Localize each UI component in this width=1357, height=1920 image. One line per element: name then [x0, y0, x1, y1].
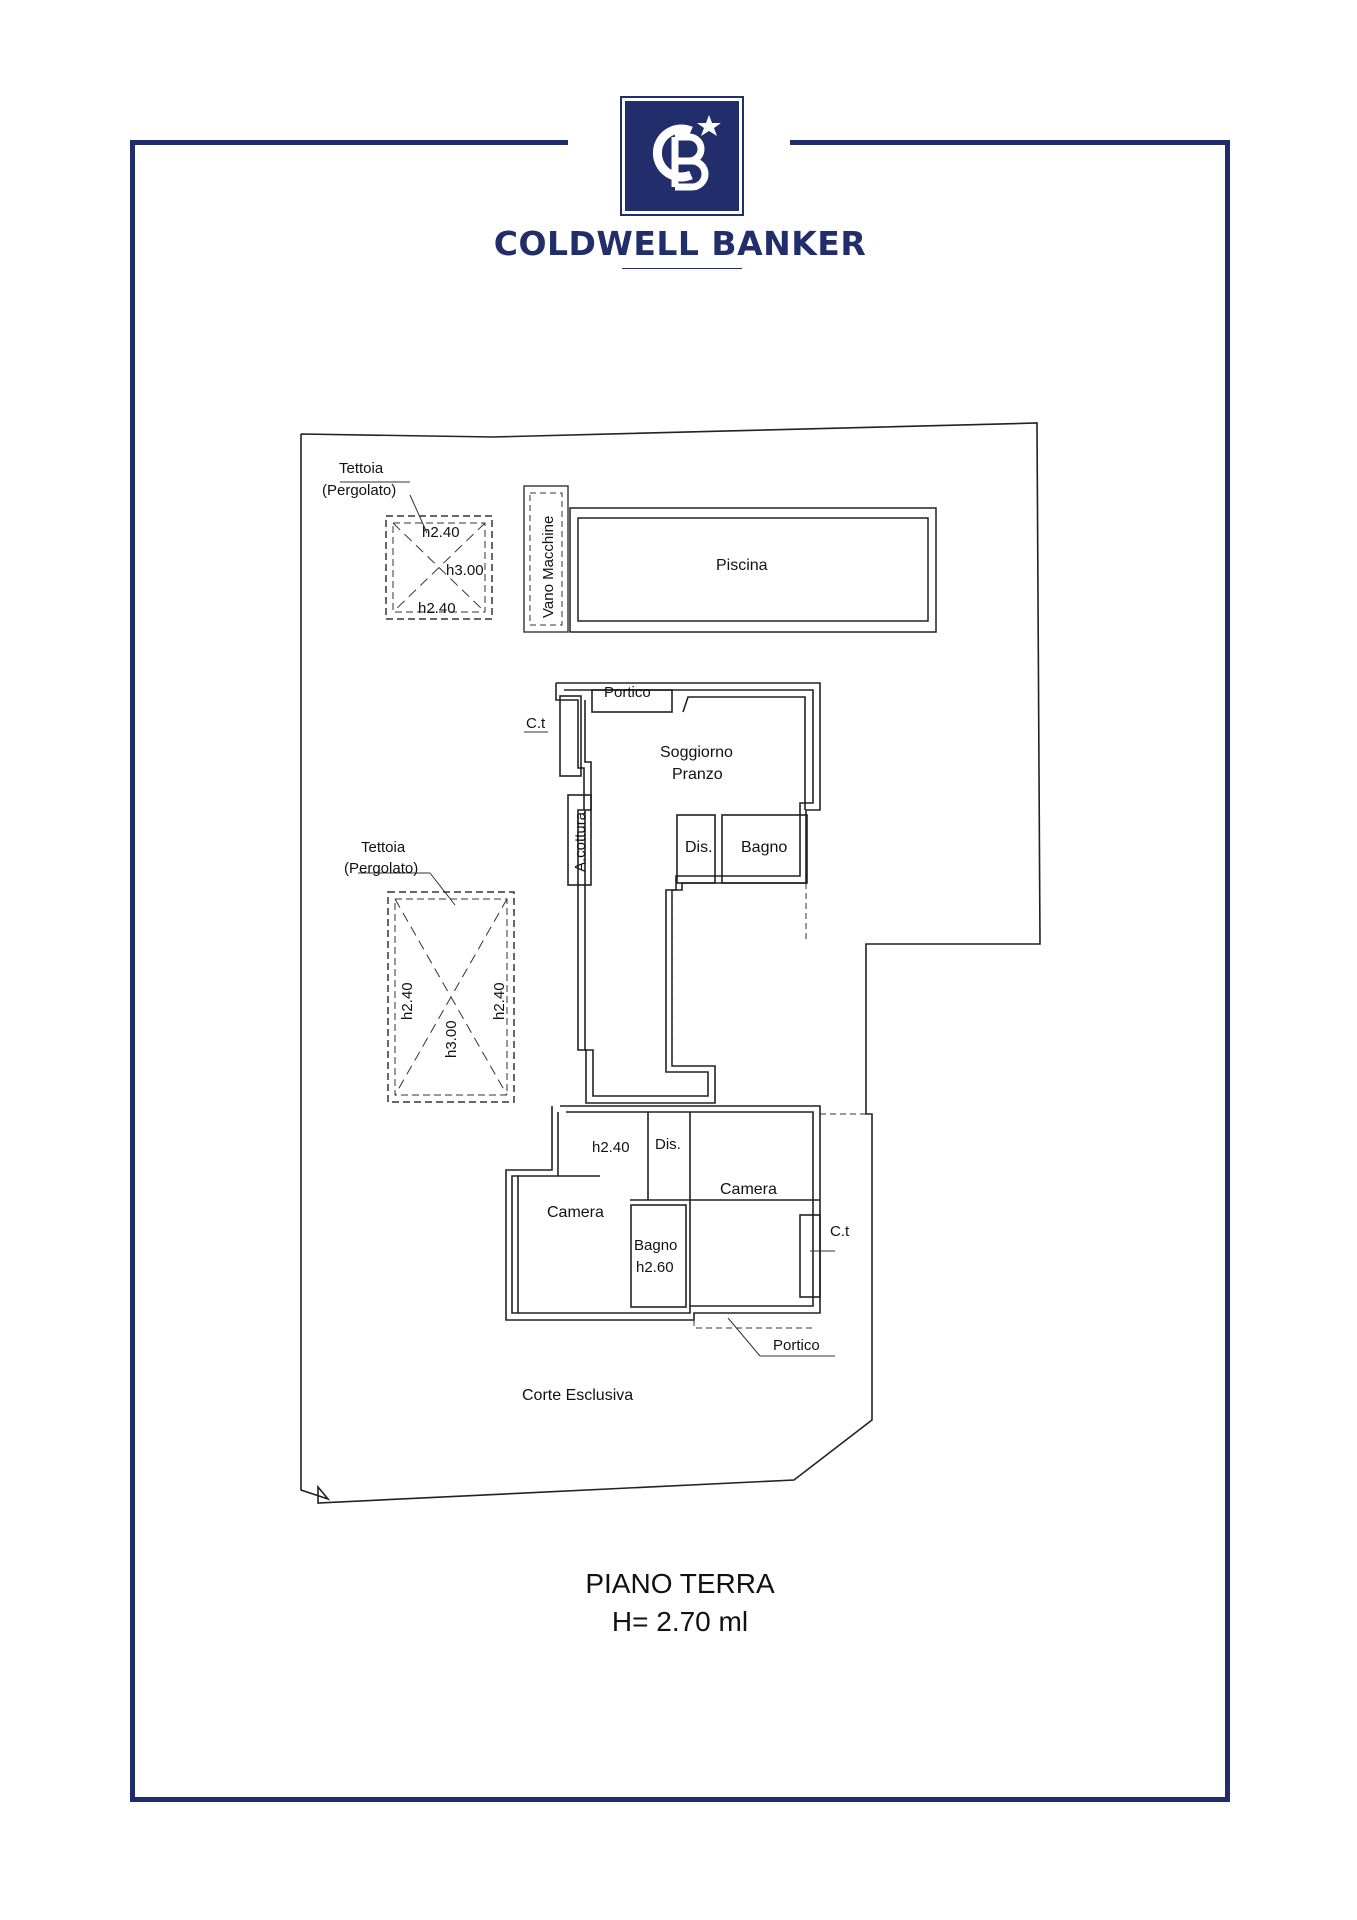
pergola-top-h-bottom: h2.40: [418, 600, 456, 617]
pergola-top: [340, 481, 493, 620]
vano-macchine: [523, 485, 569, 633]
brand-underline: [622, 268, 742, 269]
pergola-top-h-center: h3.00: [446, 562, 484, 579]
camera-left-label: Camera: [547, 1204, 604, 1221]
ct-left-label: C.t: [526, 715, 546, 732]
pool-label: Piscina: [716, 557, 768, 574]
kitchen-label: A.cottura: [572, 811, 589, 872]
cb-monogram-icon: [652, 115, 721, 191]
building-upper: [555, 682, 821, 1104]
vano-macchine-label: Vano Macchine: [540, 516, 557, 618]
frame-top-left: [130, 140, 568, 145]
dis-bottom-label: Dis.: [655, 1136, 681, 1153]
floor-title: PIANO TERRA: [585, 1568, 775, 1599]
property-boundary: [300, 422, 1041, 1504]
floor-height: H= 2.70 ml: [611, 1606, 749, 1637]
pergola-left-h-center: h3.00: [443, 1020, 460, 1058]
dis-top-label: Dis.: [685, 839, 713, 856]
ct-right-label: C.t: [830, 1223, 850, 1240]
pergola-left-label2: (Pergolato): [344, 860, 418, 877]
frame-bottom: [130, 1797, 1230, 1802]
frame-top-right: [790, 140, 1230, 145]
h240-label: h2.40: [592, 1139, 630, 1156]
portico-bottom-label: Portico: [773, 1337, 820, 1354]
pergola-left-label1: Tettoia: [361, 839, 406, 856]
bath-bottom-h-label: h2.60: [636, 1259, 674, 1276]
camera-right-label: Camera: [720, 1181, 777, 1198]
frame-left: [130, 140, 135, 1802]
pool: [569, 507, 937, 633]
living-label-1: Soggiorno: [660, 744, 733, 761]
frame-right: [1225, 140, 1230, 1802]
pergola-top-label2: (Pergolato): [322, 482, 396, 499]
pergola-top-h-top: h2.40: [422, 524, 460, 541]
pergola-left-h-left: h2.40: [399, 982, 416, 1020]
brand-logo: [620, 96, 744, 216]
living-label-2: Pranzo: [672, 766, 723, 783]
portico-top-label: Portico: [604, 684, 651, 701]
pergola-top-label1: Tettoia: [339, 460, 384, 477]
court-label: Corte Esclusiva: [522, 1387, 633, 1404]
bath-bottom-label: Bagno: [634, 1237, 677, 1254]
bath-top-label: Bagno: [741, 839, 787, 856]
pergola-left-h-right: h2.40: [491, 982, 508, 1020]
pergola-left: [358, 872, 515, 1103]
brand-name: COLDWELL BANKER: [493, 224, 867, 263]
